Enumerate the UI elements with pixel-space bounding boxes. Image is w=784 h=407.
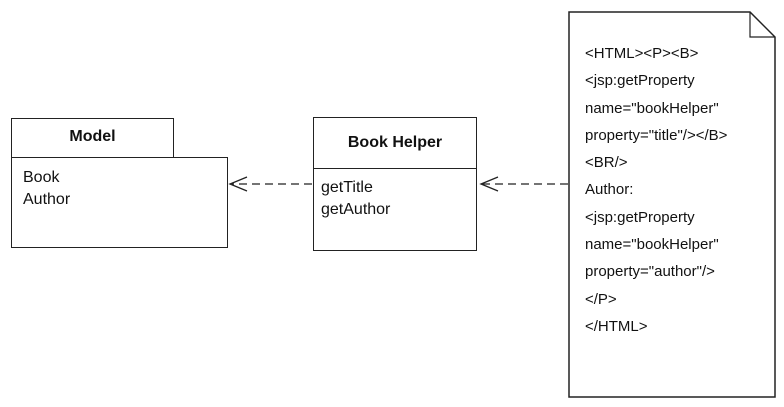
book-helper-title: Book Helper xyxy=(347,134,443,151)
model-item-book: Book xyxy=(23,169,60,186)
note-line: property="title"/></B> xyxy=(585,126,728,144)
model-package-title: Model xyxy=(69,128,116,145)
operation-get-title: getTitle xyxy=(321,179,373,196)
note-line: <BR/> xyxy=(585,154,628,172)
model-package-tab: Model xyxy=(11,118,174,158)
model-package-body: Book Author xyxy=(11,157,228,248)
book-helper-divider xyxy=(314,168,476,169)
note-line: <jsp:getProperty xyxy=(585,208,695,226)
note-line: <jsp:getProperty xyxy=(585,72,695,90)
note-line: name="bookHelper" xyxy=(585,236,719,254)
note-outline xyxy=(568,11,776,398)
dependency-arrowhead-model xyxy=(228,176,248,192)
note-fold-corner xyxy=(749,12,775,38)
model-item-author: Author xyxy=(23,191,71,208)
note-line: Author: xyxy=(585,181,634,199)
note-line: property="author"/> xyxy=(585,263,715,281)
note-line: </HTML> xyxy=(585,317,648,335)
dependency-arrowhead-helper xyxy=(479,176,499,192)
jsp-note-text: <HTML><P><B> <jsp:getProperty name="book… xyxy=(585,40,727,340)
note-line: <HTML><P><B> xyxy=(585,45,699,62)
book-helper-operations: getTitle getAuthor xyxy=(314,169,476,221)
book-helper-class: Book Helper getTitle getAuthor xyxy=(313,117,477,251)
note-line: name="bookHelper" xyxy=(585,99,719,117)
note-line: </P> xyxy=(585,290,617,308)
operation-get-author: getAuthor xyxy=(321,201,391,218)
